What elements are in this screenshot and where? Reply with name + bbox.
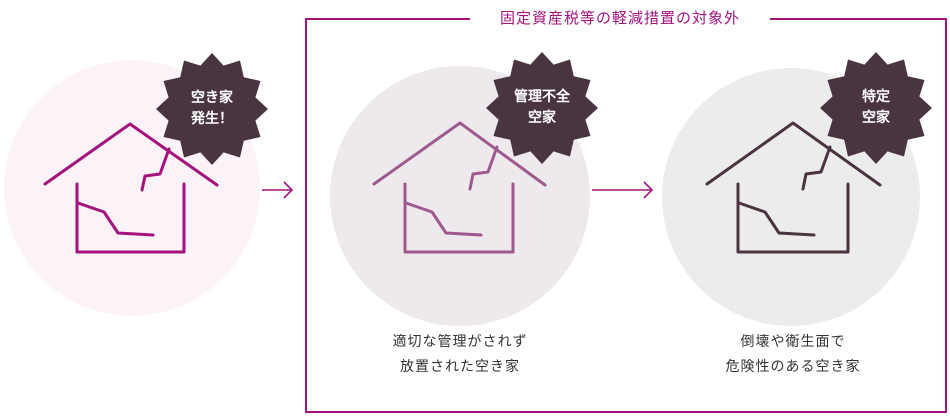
house-2-icon (372, 121, 547, 254)
badge-1-line2: 発生！ (191, 111, 233, 127)
badge-2-label: 管理不全 空家 (502, 87, 582, 129)
badge-3-icon (820, 52, 932, 164)
badge-1-label: 空き家 発生！ (172, 88, 252, 130)
arrow-1-icon (262, 181, 294, 199)
house-3-icon (705, 121, 882, 254)
badge-1-icon (156, 53, 268, 165)
badge-2-icon (486, 52, 598, 164)
stage-2-caption: 適切な管理がされず 放置された空き家 (340, 330, 580, 380)
stage-2-caption-line2: 放置された空き家 (400, 359, 520, 375)
badge-3-line2: 空家 (862, 110, 890, 126)
stage-2-caption-line1: 適切な管理がされず (392, 334, 528, 350)
badge-2-line2: 空家 (528, 110, 556, 126)
stage-3-caption: 倒壊や衛生面で 危険性のある空き家 (673, 330, 913, 380)
arrow-2-icon (592, 181, 654, 199)
badge-3-line1: 特定 (862, 89, 890, 105)
badge-2-line1: 管理不全 (514, 89, 570, 105)
frame-title: 固定資産税等の軽減措置の対象外 (470, 7, 770, 29)
stage-3-caption-line1: 倒壊や衛生面で (740, 334, 846, 350)
stage-3-caption-line2: 危険性のある空き家 (725, 359, 861, 375)
badge-1-line1: 空き家 (191, 90, 233, 106)
house-1-icon (43, 122, 219, 254)
badge-3-label: 特定 空家 (836, 87, 916, 129)
